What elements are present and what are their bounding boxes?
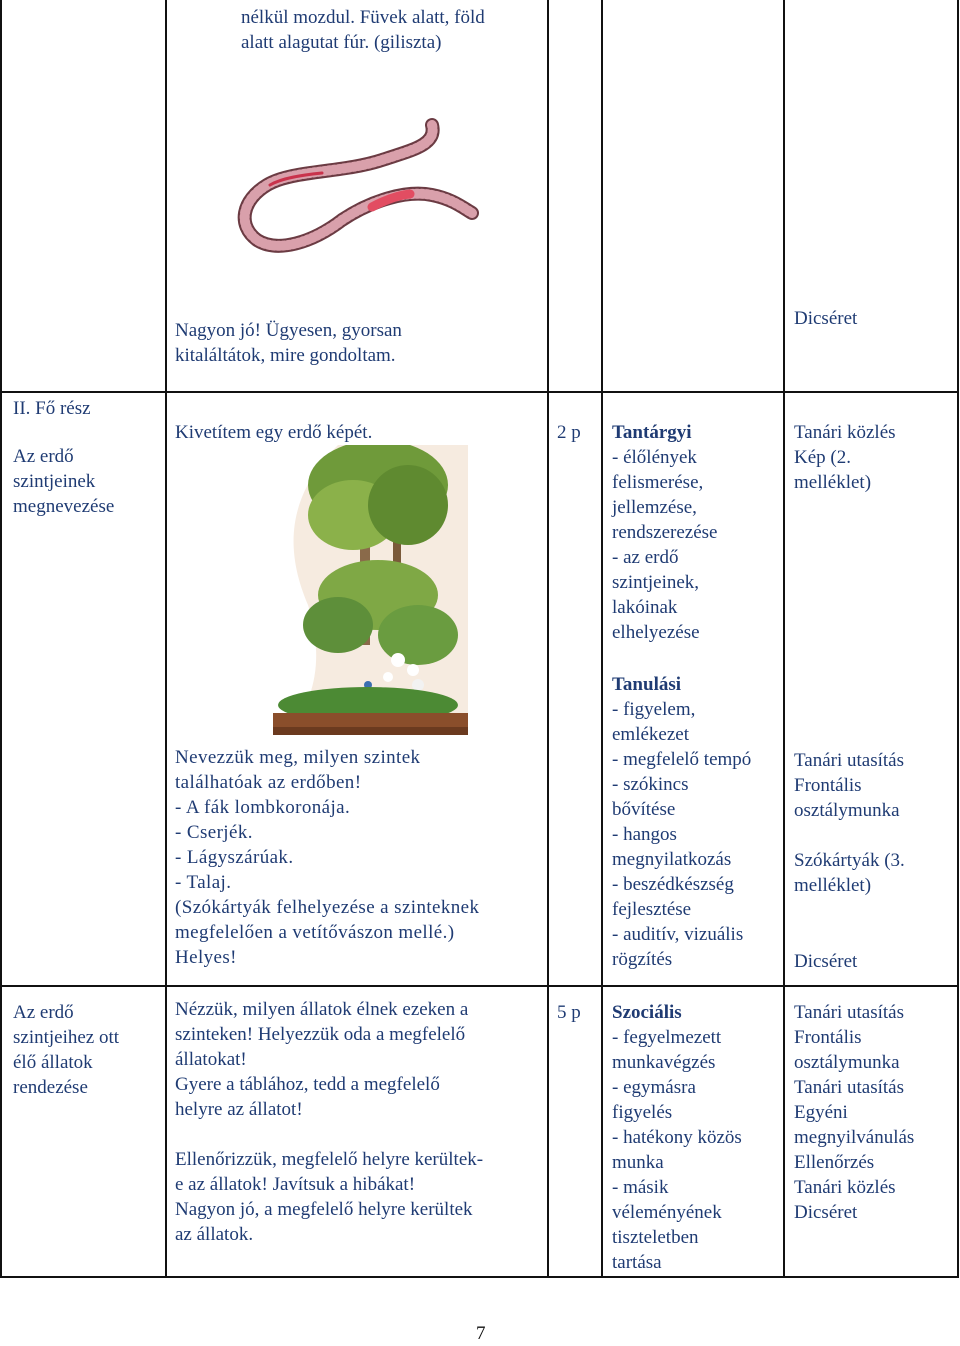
question-text: Nevezzük meg, milyen szintek találhatóak… bbox=[175, 747, 480, 968]
methods-cell-4: Tanári utasítás Frontális osztálymunka T… bbox=[794, 1002, 915, 1223]
time-label-2: 5 p bbox=[557, 1002, 581, 1023]
praise-label: Dicséret bbox=[794, 308, 858, 329]
table-border-col4 bbox=[783, 0, 785, 1278]
time-label: 2 p bbox=[557, 422, 581, 443]
social-goals-cell: Szociális - fegyelmezett munkavégzés - e… bbox=[612, 1002, 742, 1273]
activity-after-text: Nagyon jó! Ügyesen, gyorsan kitaláltátok… bbox=[175, 320, 402, 366]
methods-cell-2: Tanári utasítás Frontális osztálymunka bbox=[794, 750, 904, 821]
methods-cell-3: Szókártyák (3. melléklet) bbox=[794, 850, 905, 896]
table-border-left bbox=[0, 0, 2, 1278]
activity-intro: Kivetítem egy erdő képét. bbox=[175, 422, 373, 443]
praise-label-2: Dicséret bbox=[794, 951, 858, 972]
table-border-col1 bbox=[165, 0, 167, 1278]
table-border-right bbox=[957, 0, 959, 1278]
phase-label: II. Fő rész Az erdő szintjeinek megnevez… bbox=[13, 398, 115, 517]
phase-label-2: Az erdő szintjeihez ott élő állatok rend… bbox=[13, 1002, 120, 1098]
activity-text-2: Nézzük, milyen állatok élnek ezeken a sz… bbox=[175, 999, 484, 1245]
learning-goals-cell: Tanulási - figyelem, emlékezet - megfele… bbox=[612, 674, 752, 970]
row-divider-1 bbox=[0, 391, 959, 393]
table-border-col3 bbox=[601, 0, 603, 1278]
methods-cell: Tanári közlés Kép (2. melléklet) bbox=[794, 422, 896, 493]
goals-cell: Tantárgyi - élőlények felismerése, jelle… bbox=[612, 422, 718, 643]
forest-levels-illustration bbox=[273, 445, 468, 735]
activity-text: nélkül mozdul. Füvek alatt, föld alatt a… bbox=[241, 7, 485, 53]
row-divider-2 bbox=[0, 985, 959, 987]
table-border-col2 bbox=[547, 0, 549, 1278]
page-number: 7 bbox=[476, 1323, 486, 1344]
table-border-bottom bbox=[0, 1276, 959, 1278]
earthworm-illustration bbox=[237, 118, 479, 253]
